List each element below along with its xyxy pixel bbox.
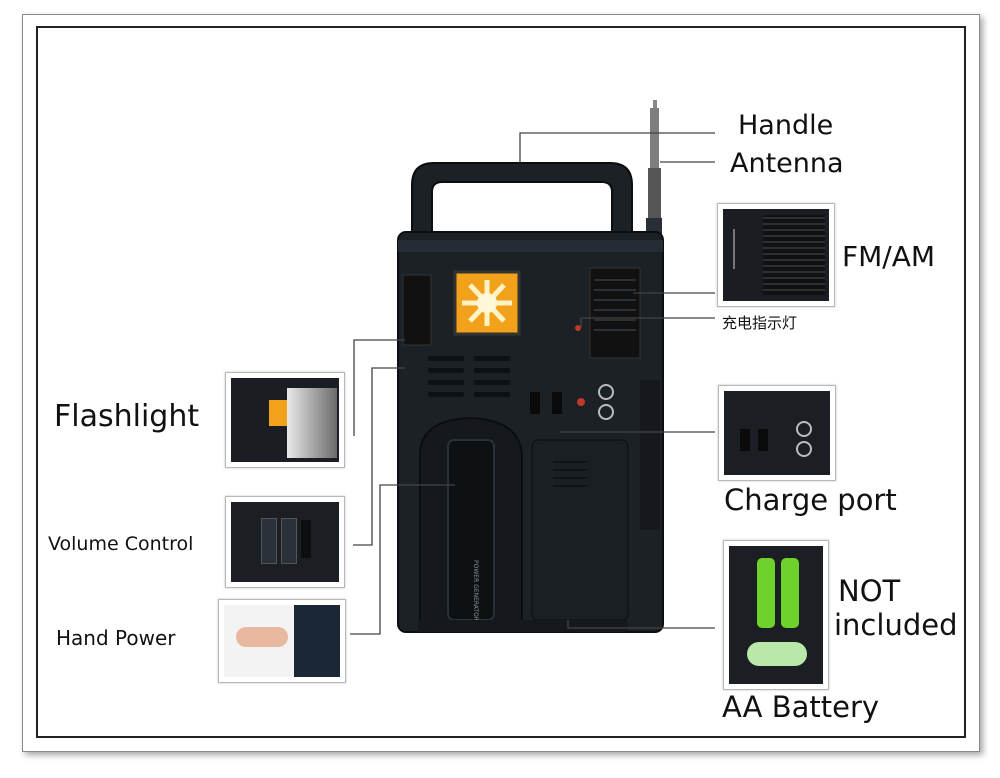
volume-control-thumbnail [225,496,345,588]
aa-battery-label: AA Battery [722,690,880,724]
antenna-label: Antenna [730,148,844,179]
aa-battery-thumbnail [723,540,829,690]
charge-indicator-label: 充电指示灯 [722,314,798,332]
volume-control-label: Volume Control [48,533,194,555]
callout-lines [350,132,715,635]
svg-text:POWER GENERATOR: POWER GENERATOR [472,560,479,621]
inner-border [36,26,966,738]
flashlight-label: Flashlight [54,399,200,434]
handle-graphic [411,162,633,236]
not-included-label-line2: included [834,608,958,642]
charge-port-thumbnail [718,385,836,481]
handle-label: Handle [738,110,834,141]
hand-crank [447,439,495,621]
fm-am-thumbnail [717,203,835,307]
not-included-label-line1: NOT [838,574,901,608]
charge-port-label: Charge port [724,483,897,517]
tuning-dial [589,267,641,359]
flashlight-thumbnail [225,372,345,468]
hand-power-thumbnail [218,599,346,683]
battery-door [531,439,629,621]
hand-power-label: Hand Power [56,626,176,650]
fm-am-label: FM/AM [842,240,936,273]
